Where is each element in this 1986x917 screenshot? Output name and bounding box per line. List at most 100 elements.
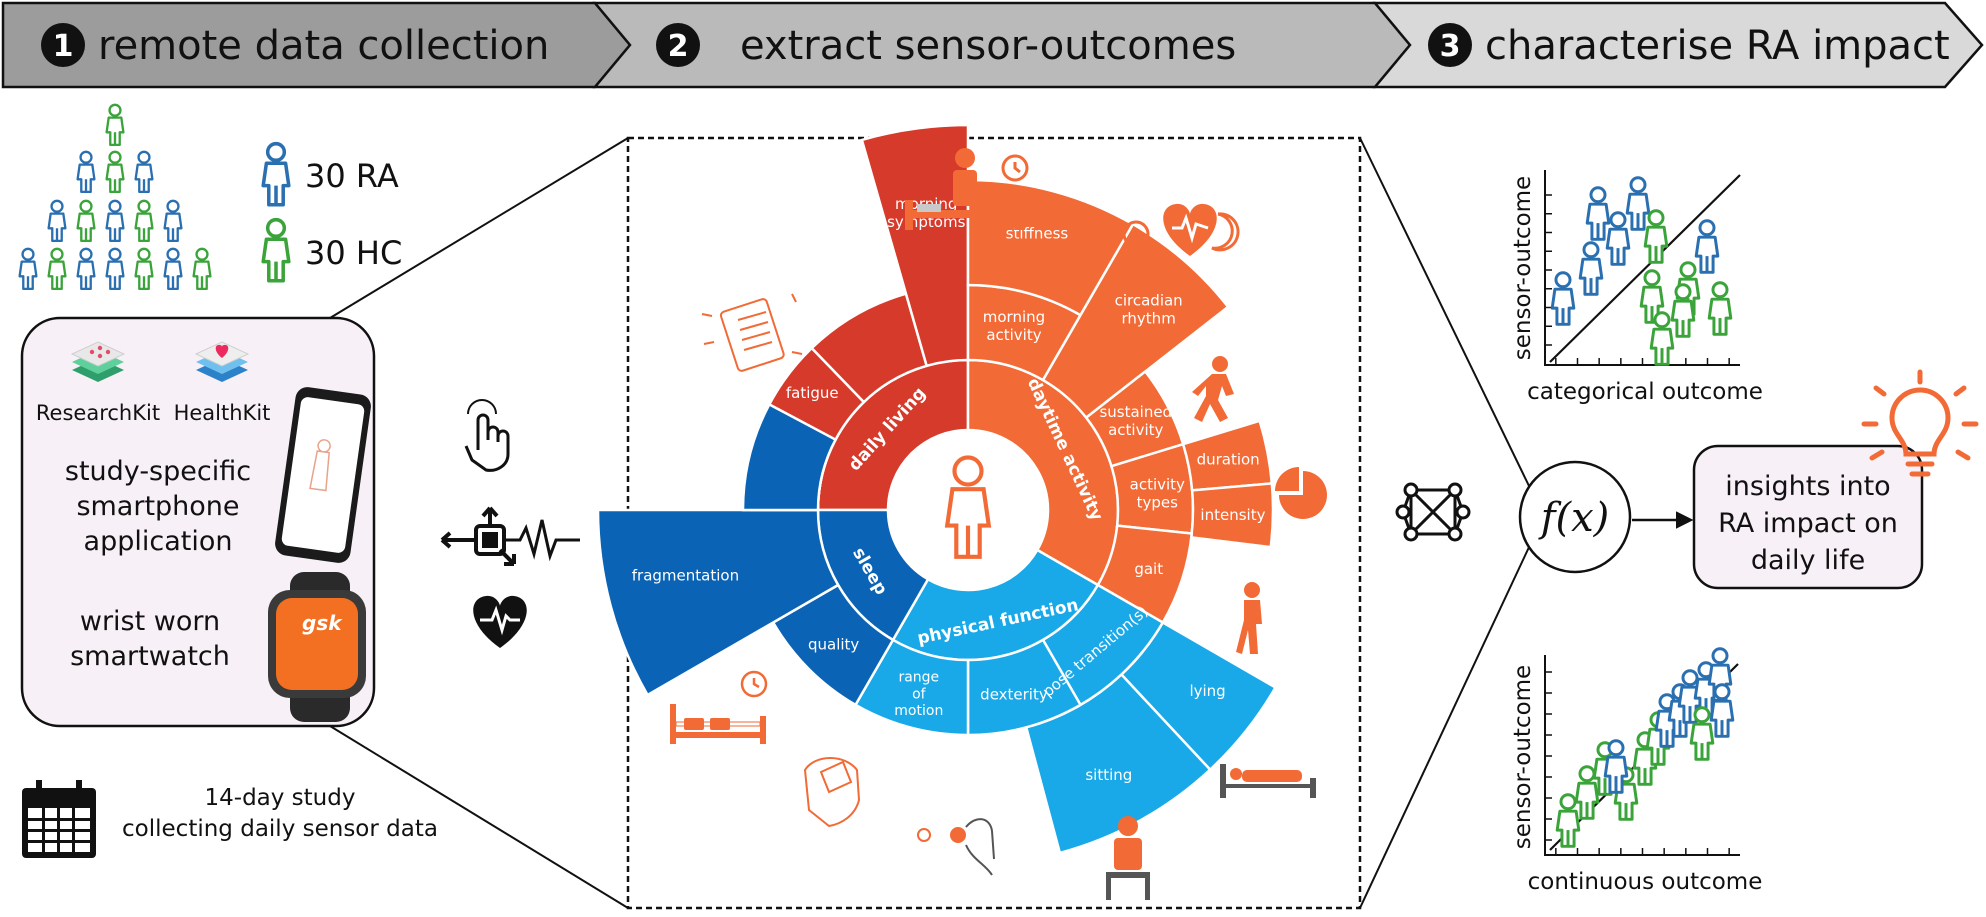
- ra-point-icon: [1585, 186, 1611, 241]
- step-2: 2 extract sensor-outcomes: [592, 1, 1412, 89]
- dexterity-label: dexterity: [980, 686, 1048, 704]
- zoom-line-bottom: [329, 725, 629, 909]
- function-label: f(x): [1538, 495, 1610, 541]
- study-note-line-1: 14-day study: [205, 785, 356, 811]
- lying-bed-icon: [1220, 764, 1316, 798]
- sunburst-chart: morningsymptomspainfatiguestiffnessmorni…: [596, 123, 1278, 855]
- fragmentation-label: fragmentation: [632, 566, 739, 584]
- sitting-label: sitting: [1085, 766, 1132, 784]
- ra-participant-icon: [163, 199, 183, 243]
- function-circle: [1518, 460, 1632, 574]
- study-note-line-2: collecting daily sensor data: [122, 816, 438, 842]
- calendar-icon: [22, 780, 96, 858]
- categorical-plot: categorical outcome sensor-outcome: [1510, 170, 1763, 405]
- insights-box: insights into RA impact on daily life: [1692, 444, 1924, 590]
- zoom-line-right-bottom: [1359, 544, 1531, 909]
- circadian-rhythm-segment: [1041, 222, 1230, 420]
- duration-label: duration: [1197, 451, 1260, 469]
- healthkit-logo-icon: [194, 341, 250, 382]
- continuous-plot-ticks: [1545, 671, 1730, 855]
- step-2-number: 2: [668, 29, 689, 64]
- lying-label: lying: [1189, 682, 1225, 700]
- sleep-bed-icon: [905, 148, 1029, 230]
- categorical-plot-points: [1550, 176, 1733, 366]
- morning-symptoms-segment: [860, 123, 970, 368]
- app-text-line-3: application: [84, 526, 233, 557]
- step-1-badge: [41, 23, 85, 67]
- ra-participant-icon: [163, 247, 183, 291]
- continuous-plot-axes: [1544, 655, 1740, 856]
- researchkit-label: ResearchKit: [36, 401, 160, 425]
- ra-participant-icon: [105, 199, 125, 243]
- hc-participant-icon: [134, 199, 154, 243]
- ra-participant-icon: [47, 199, 67, 243]
- hc-participant-icon: [105, 150, 125, 194]
- hc-point-icon: [1555, 793, 1581, 848]
- insights-line-1: insights into: [1725, 471, 1890, 502]
- step-1: 1 remote data collection: [1, 1, 632, 89]
- step-3: 3 characterise RA impact: [1372, 1, 1984, 89]
- zoom-line-top: [329, 137, 629, 319]
- ra-point-icon: [1709, 683, 1735, 738]
- categorical-plot-ticks: [1545, 194, 1730, 365]
- continuous-plot-xlabel: continuous outcome: [1528, 869, 1763, 895]
- categorical-plot-xlabel: categorical outcome: [1527, 379, 1763, 405]
- quality-label: quality: [808, 636, 859, 654]
- grip-hand-icon: [803, 757, 861, 828]
- continuous-plot: continuous outcome sensor-outcome: [1510, 647, 1763, 895]
- step-1-number: 1: [53, 29, 74, 64]
- neural-network-icon: [1395, 482, 1471, 542]
- hc-point-icon: [1707, 281, 1733, 336]
- ra-participant-icon: [76, 150, 96, 194]
- step-3-number: 3: [1440, 29, 1461, 64]
- fatigue-label: fatigue: [786, 384, 839, 402]
- ra-point-icon: [1625, 176, 1651, 231]
- sunburst-frame: [626, 136, 1362, 910]
- hc-point-icon: [1670, 283, 1696, 338]
- intensity-segment: [1189, 482, 1275, 549]
- hc-participant-icon: [47, 247, 67, 291]
- zoom-line-right-top: [1359, 137, 1531, 489]
- watch-text-line-2: smartwatch: [70, 641, 230, 672]
- fatigue-segment-2: [767, 346, 866, 442]
- categorical-plot-ylabel: sensor-outcome: [1510, 176, 1536, 360]
- walking-person-icon: [1192, 356, 1234, 422]
- device-panel: ResearchKit HealthKit study-specific sma…: [20, 316, 376, 728]
- symptom-diary-icon: [701, 293, 803, 372]
- ra-point-icon: [1550, 271, 1576, 326]
- sitting-person-icon: [1106, 816, 1150, 900]
- watch-text-line-1: wrist worn: [80, 606, 220, 637]
- fine-motor-hand-icon: [917, 818, 995, 876]
- hc-participant-icon: [134, 247, 154, 291]
- ra-point-icon: [1578, 241, 1604, 296]
- bed-alarm-icon: [670, 670, 768, 744]
- ra-participant-icon: [134, 150, 154, 194]
- app-text-line-2: smartphone: [76, 491, 239, 522]
- insights-line-2: RA impact on: [1718, 508, 1898, 539]
- person-center-icon: [944, 455, 992, 559]
- categorical-plot-diagonal: [1549, 174, 1741, 363]
- ra-point-icon: [1694, 219, 1720, 274]
- ra-participant-icon: [76, 247, 96, 291]
- hc-point-icon: [1649, 311, 1675, 366]
- intensity-label: intensity: [1200, 506, 1265, 524]
- pie-chart-icon: [1275, 467, 1327, 519]
- heart-rate-icon: [473, 595, 527, 648]
- hc-participant-icon: [192, 247, 212, 291]
- sitting-segment: [1024, 672, 1212, 855]
- pain-label: pain: [824, 280, 856, 298]
- hc-person-icon: [261, 217, 291, 283]
- ra-point-icon: [1603, 739, 1629, 794]
- circadian-heart-icon: [1122, 203, 1240, 256]
- step-3-chevron: [1372, 1, 1984, 89]
- insights-line-3: daily life: [1751, 545, 1865, 576]
- step-3-label: characterise RA impact: [1485, 23, 1950, 69]
- hc-count-label: 30 HC: [305, 234, 402, 272]
- gait-label: gait: [1134, 560, 1163, 578]
